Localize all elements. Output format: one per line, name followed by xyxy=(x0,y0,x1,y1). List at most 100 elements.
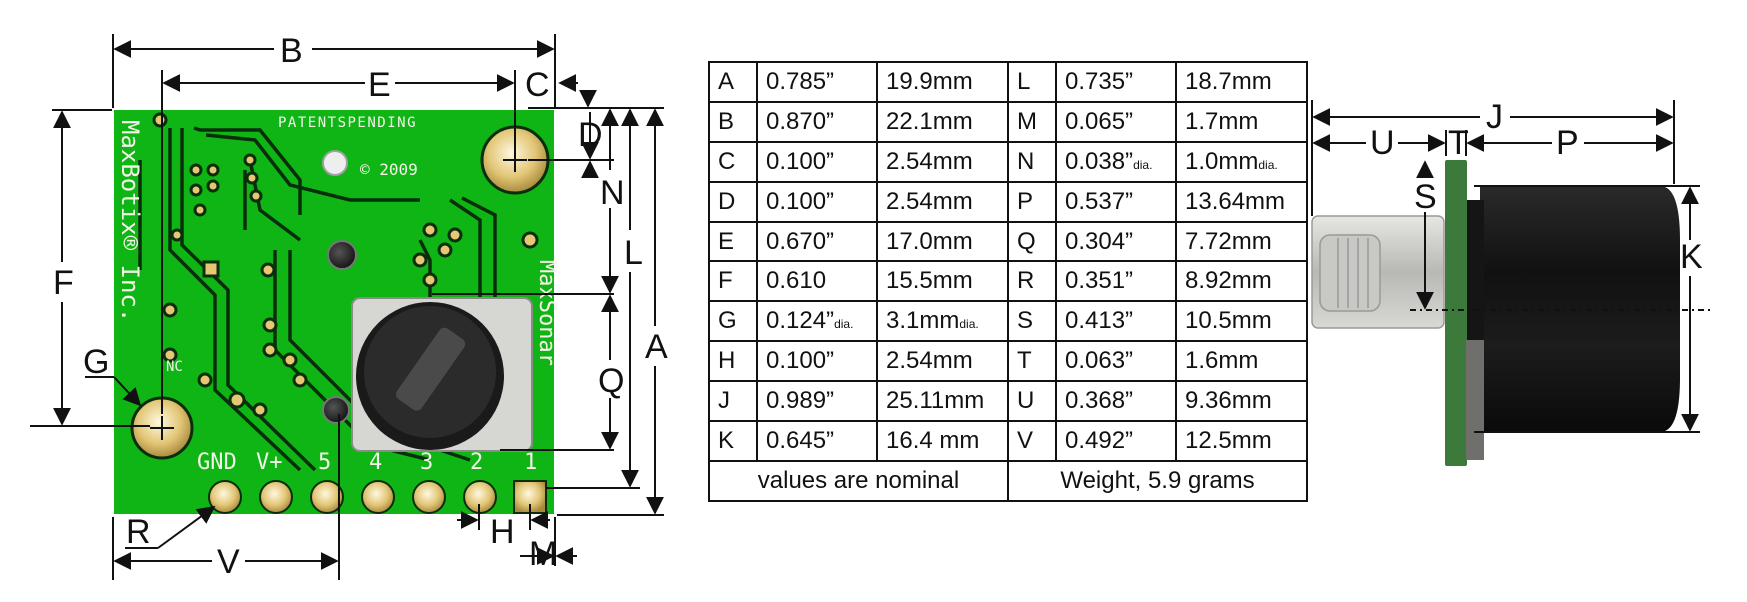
millimeters-cell-text: 3.1mm xyxy=(886,307,960,335)
dim-label-h: H xyxy=(490,513,515,551)
inches-cell-suffix: dia. xyxy=(1133,157,1153,172)
inches-cell-text: 0.870” xyxy=(766,107,835,135)
dim-letter-cell: P xyxy=(1007,180,1057,223)
inches-cell-suffix: dia. xyxy=(834,317,854,332)
millimeters-cell: 13.64mm xyxy=(1175,180,1308,223)
inches-cell-text: 0.670” xyxy=(766,227,835,255)
dim-letter-cell: A xyxy=(708,61,758,103)
millimeters-cell: 3.1mmdia. xyxy=(876,300,1009,343)
dim-letter-cell: G xyxy=(708,300,758,343)
millimeters-cell-text: 7.72mm xyxy=(1185,227,1272,255)
dim-letter-cell-text: J xyxy=(718,387,730,415)
inches-cell-text: 0.645” xyxy=(766,426,835,454)
silk-pin-vplus: V+ xyxy=(256,450,283,475)
dim-letter-cell: K xyxy=(708,420,758,462)
dim-label-g: G xyxy=(83,343,109,381)
inches-cell: 0.870” xyxy=(756,100,878,143)
inches-cell: 0.100” xyxy=(756,140,878,183)
led xyxy=(322,150,348,176)
silk-brand: MaxBotix® Inc. xyxy=(116,120,144,322)
inches-cell-text: 0.100” xyxy=(766,187,835,215)
inches-cell: 0.670” xyxy=(756,220,878,263)
inches-cell-text: 0.413” xyxy=(1065,307,1134,335)
board-top-view: PATENTSPENDING © 2009 MaxBotix® Inc. Max… xyxy=(30,32,668,581)
inches-cell: 0.785” xyxy=(756,61,878,103)
inches-cell: 0.100” xyxy=(756,180,878,223)
dim-label-b: B xyxy=(280,32,303,70)
millimeters-cell-text: 1.6mm xyxy=(1185,347,1259,375)
millimeters-cell-text: 2.54mm xyxy=(886,187,973,215)
silk-copyright: © 2009 xyxy=(360,160,418,179)
millimeters-cell-suffix: dia. xyxy=(959,317,979,332)
dim-letter-cell: T xyxy=(1007,340,1057,383)
inches-cell-text: 0.989” xyxy=(766,387,835,415)
millimeters-cell: 17.0mm xyxy=(876,220,1009,263)
dim-letter-cell: V xyxy=(1007,420,1057,462)
capacitor xyxy=(327,240,357,270)
millimeters-cell: 1.7mm xyxy=(1175,100,1308,143)
dim-letter-cell-text: R xyxy=(1017,267,1035,295)
millimeters-cell-text: 13.64mm xyxy=(1185,187,1286,215)
millimeters-cell: 1.6mm xyxy=(1175,340,1308,383)
millimeters-cell: 10.5mm xyxy=(1175,300,1308,343)
dim-label-q: Q xyxy=(598,362,624,400)
square-pad xyxy=(202,260,220,278)
silk-pin-1: 1 xyxy=(524,450,537,475)
inches-cell: 0.645” xyxy=(756,420,878,462)
inches-cell-text: 0.785” xyxy=(766,67,835,95)
pcb-vias xyxy=(152,112,539,418)
millimeters-cell: 2.54mm xyxy=(876,180,1009,223)
dim-letter-cell-text: C xyxy=(718,147,736,175)
capacitor-2 xyxy=(322,396,350,424)
dim-label-v: V xyxy=(217,543,240,581)
millimeters-cell: 8.92mm xyxy=(1175,260,1308,303)
silk-patents: PATENTSPENDING xyxy=(278,115,417,131)
dim-label-s: S xyxy=(1414,178,1437,216)
inches-cell: 0.413” xyxy=(1055,300,1177,343)
millimeters-cell: 2.54mm xyxy=(876,140,1009,183)
side-view: J U T P S K xyxy=(1311,98,1710,466)
footer-note: values are nominal xyxy=(708,459,1009,502)
millimeters-cell-suffix: dia. xyxy=(1258,157,1278,172)
dim-letter-cell: C xyxy=(708,140,758,183)
dim-label-t: T xyxy=(1448,124,1469,162)
silk-nc: NC xyxy=(166,359,183,375)
inches-cell-text: 0.351” xyxy=(1065,267,1134,295)
dim-label-l: L xyxy=(624,234,643,272)
millimeters-cell-text: 22.1mm xyxy=(886,107,973,135)
dim-letter-cell-text: H xyxy=(718,347,736,375)
inches-cell: 0.038”dia. xyxy=(1055,140,1177,183)
millimeters-cell-text: 9.36mm xyxy=(1185,387,1272,415)
dim-label-f: F xyxy=(53,264,74,302)
dim-letter-cell-text: M xyxy=(1017,107,1037,135)
silk-model: MaxSonar xyxy=(534,260,559,366)
dim-label-j: J xyxy=(1486,98,1503,136)
inches-cell-text: 0.038” xyxy=(1065,147,1134,175)
footer-weight: Weight, 5.9 grams xyxy=(1007,459,1308,502)
inches-cell-text: 0.063” xyxy=(1065,347,1134,375)
inches-cell-text: 0.610 xyxy=(766,267,827,295)
inches-cell: 0.735” xyxy=(1055,61,1177,103)
dim-letter-cell: R xyxy=(1007,260,1057,303)
dim-letter-cell: D xyxy=(708,180,758,223)
dim-letter-cell-text: K xyxy=(718,426,735,454)
dim-letter-cell-text: U xyxy=(1017,387,1035,415)
millimeters-cell-text: 1.7mm xyxy=(1185,107,1259,135)
inches-cell: 0.065” xyxy=(1055,100,1177,143)
dim-letter-cell-text: G xyxy=(718,307,737,335)
dim-letter-cell-text: P xyxy=(1017,187,1034,215)
millimeters-cell: 7.72mm xyxy=(1175,220,1308,263)
dim-letter-cell: U xyxy=(1007,380,1057,423)
dim-letter-cell: S xyxy=(1007,300,1057,343)
millimeters-cell-text: 15.5mm xyxy=(886,267,973,295)
dim-letter-cell: H xyxy=(708,340,758,383)
inches-cell: 0.537” xyxy=(1055,180,1177,223)
dimension-lines xyxy=(30,34,664,580)
inches-cell: 0.492” xyxy=(1055,420,1177,462)
